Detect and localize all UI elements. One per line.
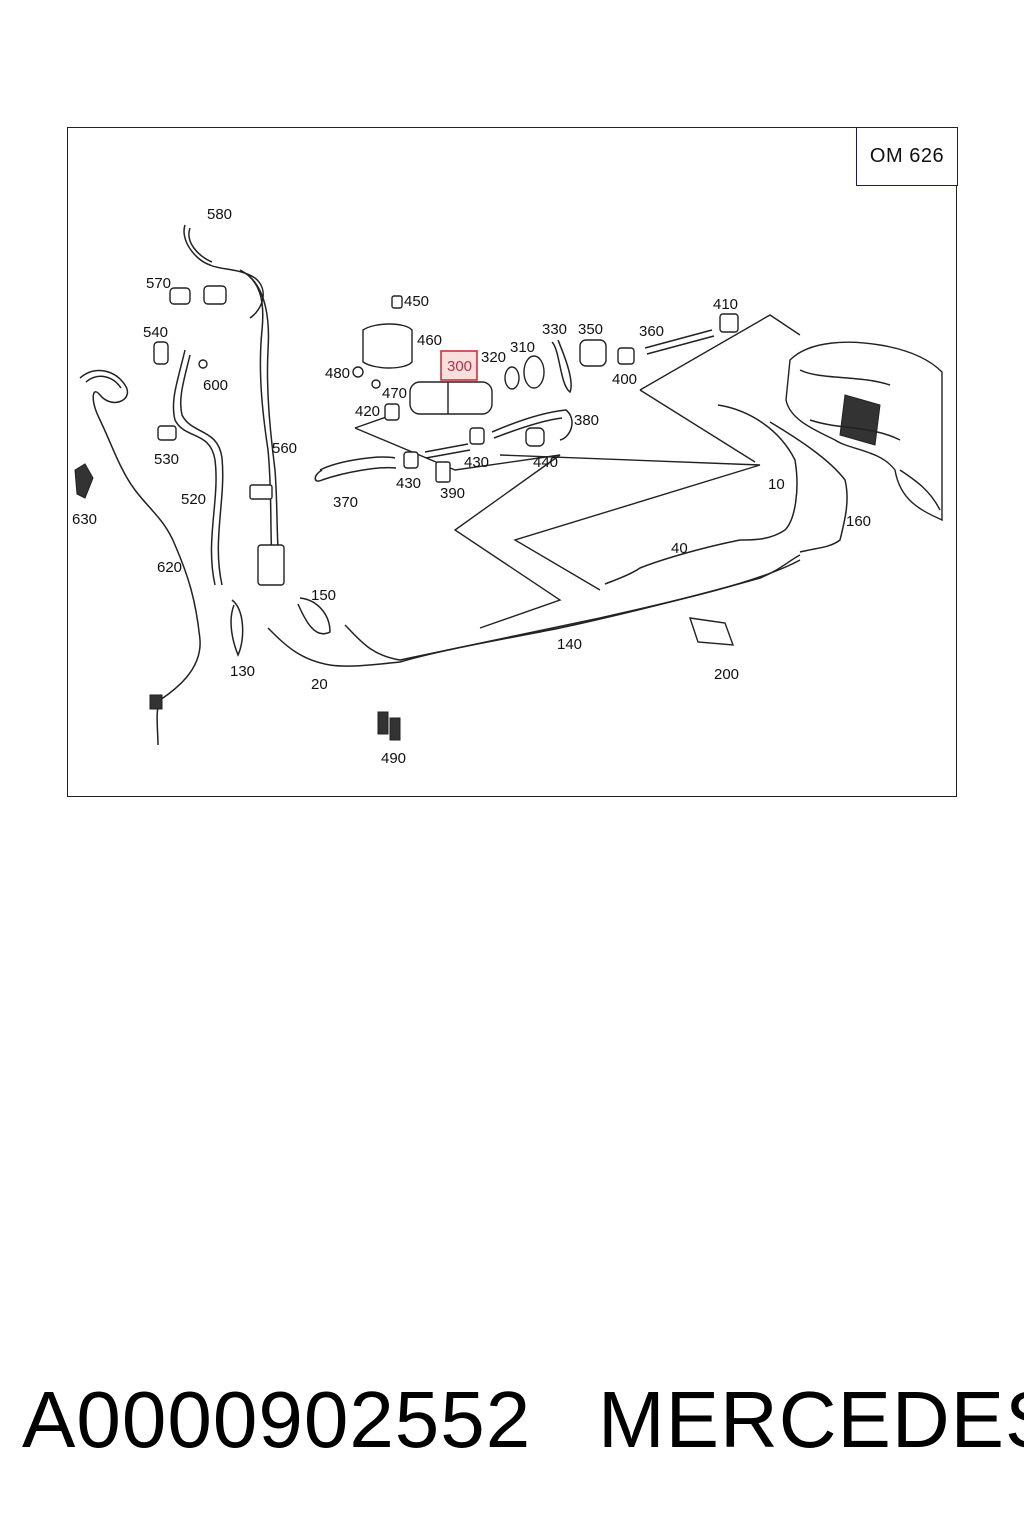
diagram-frame: [67, 127, 957, 797]
part-number: A0000902552: [22, 1375, 532, 1464]
engine-code-box: OM 626: [856, 127, 958, 186]
callout-40: 40: [671, 540, 688, 557]
callout-labels: 580 570 540 600 530 560 520 630 620 450 …: [72, 206, 871, 767]
callout-430-a: 430: [464, 454, 489, 471]
callout-350: 350: [578, 321, 603, 338]
leader-lines: [354, 314, 801, 629]
callout-470: 470: [382, 385, 407, 402]
callout-410: 410: [713, 296, 738, 313]
callout-580: 580: [207, 206, 232, 223]
lower-lines: [267, 404, 848, 741]
engine-block: [785, 341, 943, 522]
callout-130: 130: [230, 663, 255, 680]
callout-10: 10: [768, 476, 785, 493]
callout-440: 440: [533, 454, 558, 471]
callout-570: 570: [146, 275, 171, 292]
callout-400: 400: [612, 371, 637, 388]
callout-140: 140: [557, 636, 582, 653]
callout-480: 480: [325, 365, 350, 382]
callout-380: 380: [574, 412, 599, 429]
filter-group: [314, 295, 739, 483]
engine-code: OM 626: [869, 145, 945, 167]
callout-560: 560: [272, 440, 297, 457]
callout-160: 160: [846, 513, 871, 530]
callout-460: 460: [417, 332, 442, 349]
callout-540: 540: [143, 324, 168, 341]
highlighted-part-label: 300: [447, 358, 472, 375]
callout-200: 200: [714, 666, 739, 683]
callout-600: 600: [203, 377, 228, 394]
callout-370: 370: [333, 494, 358, 511]
callout-310: 310: [510, 339, 535, 356]
callout-390: 390: [440, 485, 465, 502]
callout-330: 330: [542, 321, 567, 338]
callout-150: 150: [311, 587, 336, 604]
callout-530: 530: [154, 451, 179, 468]
brand-name: MERCEDES: [598, 1375, 1024, 1464]
parts-diagram: 580 570 540 600 530 560 520 630 620 450 …: [72, 206, 943, 767]
callout-320: 320: [481, 349, 506, 366]
callout-20: 20: [311, 676, 328, 693]
callout-430-b: 430: [396, 475, 421, 492]
highlight-box: [440, 350, 478, 381]
callout-490: 490: [381, 750, 406, 767]
callout-520: 520: [181, 491, 206, 508]
callout-360: 360: [639, 323, 664, 340]
left-line-assembly: [74, 224, 285, 746]
callout-420: 420: [355, 403, 380, 420]
callout-620: 620: [157, 559, 182, 576]
highlighted-part-callout[interactable]: 300: [440, 350, 478, 381]
callout-450: 450: [404, 293, 429, 310]
callout-630: 630: [72, 511, 97, 528]
